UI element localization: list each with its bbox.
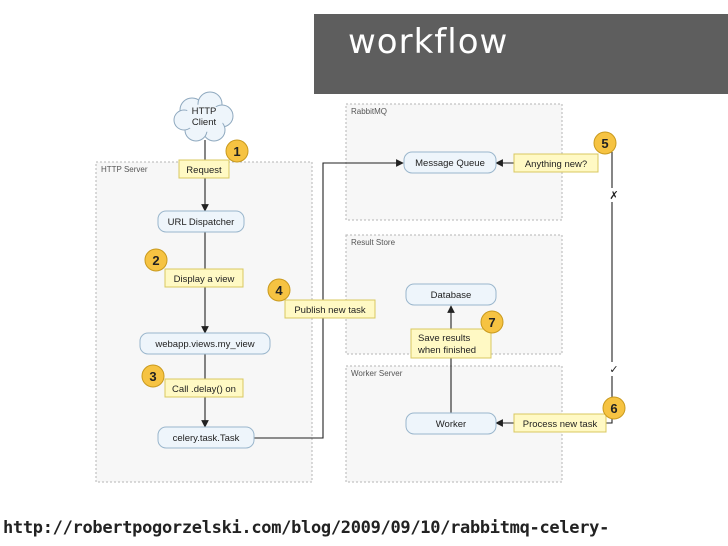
task-label: celery.task.Task [173,433,240,444]
note-save-results: Save results when finished [410,328,492,359]
svg-text:7: 7 [488,315,495,330]
task-node: celery.task.Task [157,426,255,449]
http-server-label: HTTP Server [101,165,148,174]
step-badge-4: 4 [267,278,291,302]
connector-loop [606,152,613,424]
svg-text:3: 3 [149,369,156,384]
loop-yes-mark: ✓ [605,362,619,376]
step-badge-5: 5 [593,131,617,155]
note-save-results-line-1: Save results [418,333,471,344]
step-badge-6: 6 [602,396,626,420]
svg-text:6: 6 [610,401,617,416]
slide-title: workflow [348,22,509,62]
view-node: webapp.views.my_view [139,332,271,355]
url-dispatcher-label: URL Dispatcher [168,217,235,228]
note-display-view: Display a view [164,268,244,288]
svg-text:✓: ✓ [609,364,618,376]
note-publish-task: Publish new task [284,299,376,319]
message-queue-node: Message Queue [403,151,497,174]
result-store-label: Result Store [351,238,396,247]
rabbitmq-label: RabbitMQ [351,107,387,116]
svg-text:✗: ✗ [609,190,618,202]
step-badge-7: 7 [480,310,504,334]
worker-label: Worker [436,419,466,430]
note-request: Request [178,159,230,179]
source-url: http://robertpogorzelski.com/blog/2009/0… [3,518,610,538]
worker-server-label: Worker Server [351,369,403,378]
message-queue-label: Message Queue [415,158,485,169]
svg-text:4: 4 [275,283,283,298]
http-client-line-2: Client [192,117,217,128]
svg-text:5: 5 [601,136,608,151]
http-client-cloud: HTTP Client [173,91,234,142]
note-publish-task-text: Publish new task [294,305,366,316]
note-request-text: Request [186,165,222,176]
database-label: Database [431,290,472,301]
step-badge-3: 3 [141,364,165,388]
note-call-delay-text: Call .delay() on [172,384,236,395]
note-call-delay: Call .delay() on [164,378,244,398]
http-client-line-1: HTTP [192,106,217,117]
step-badge-1: 1 [225,139,249,163]
svg-text:2: 2 [152,253,159,268]
worker-node: Worker [405,412,497,435]
url-dispatcher-node: URL Dispatcher [157,210,245,233]
loop-no-mark: ✗ [605,188,619,202]
title-bar [314,14,728,94]
note-process-task-text: Process new task [523,419,598,430]
note-process-task: Process new task [513,413,607,433]
note-save-results-line-2: when finished [417,345,476,356]
view-label: webapp.views.my_view [154,339,254,350]
note-anything-new: Anything new? [513,153,599,173]
svg-text:1: 1 [233,144,240,159]
database-node: Database [405,283,497,306]
note-display-view-text: Display a view [174,274,235,285]
step-badge-2: 2 [144,248,168,272]
note-anything-new-text: Anything new? [525,159,587,170]
